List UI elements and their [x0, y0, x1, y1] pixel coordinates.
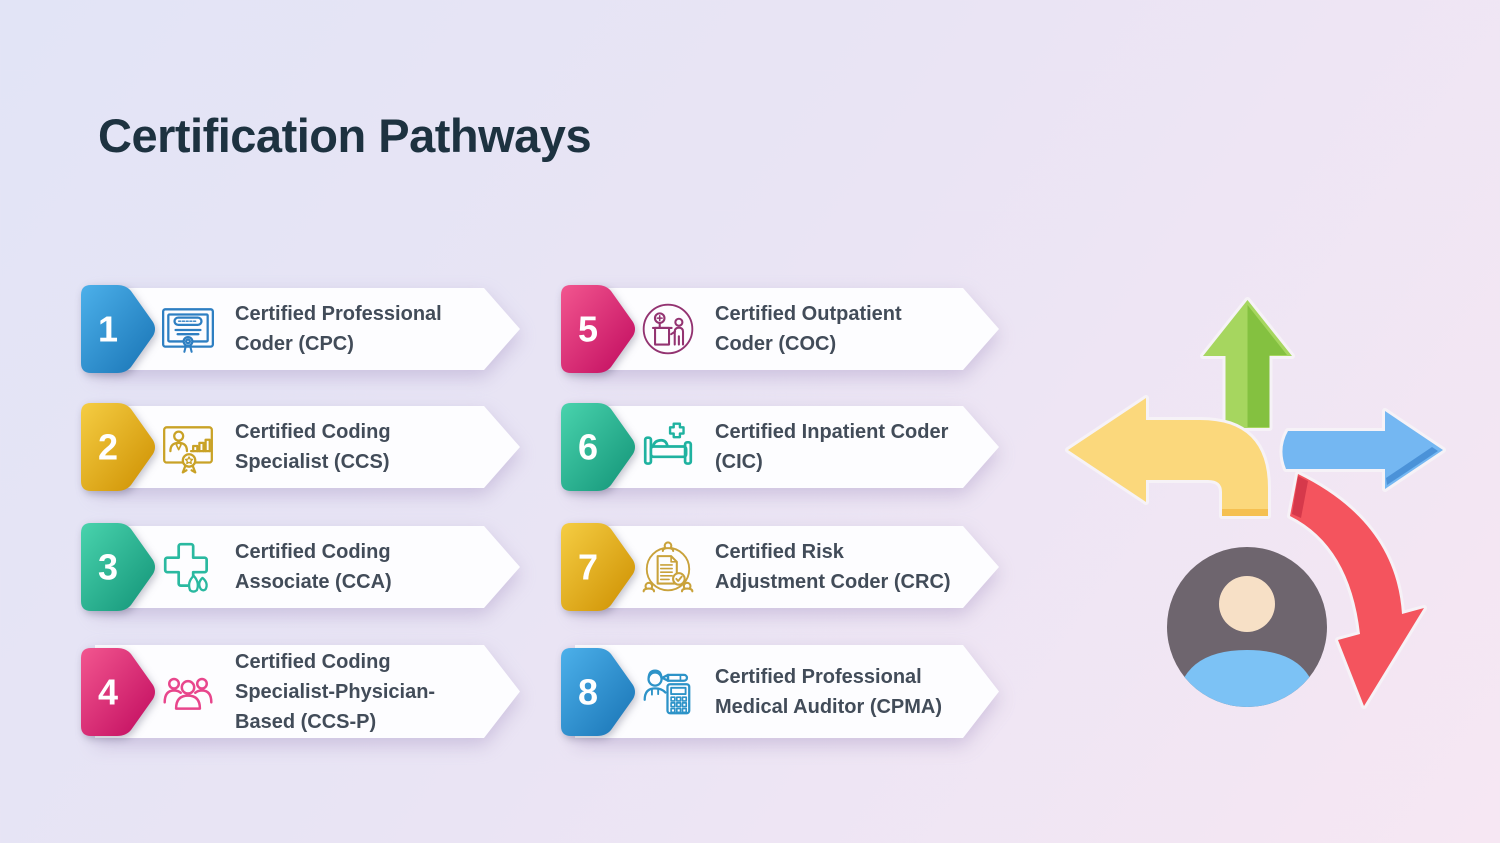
risk-document-icon: [639, 538, 697, 596]
curved-down-arrow-icon: [1287, 471, 1427, 709]
left-arrow-icon: [1065, 395, 1271, 519]
medical-cross-leaves-icon: [159, 538, 217, 596]
row-banner: [563, 526, 999, 608]
number-badge-5: 5: [561, 283, 637, 375]
svg-text:4: 4: [98, 671, 118, 712]
number-badge-1: 1: [81, 283, 157, 375]
page-title: Certification Pathways: [98, 109, 592, 162]
row-banner: [83, 645, 520, 738]
number-badge-2: 2: [81, 401, 157, 493]
pathway-item-4: 4 Certified Coding Specialist-Physician-…: [81, 645, 520, 738]
outpatient-clinic-icon: [639, 300, 697, 358]
number-badge-8: 8: [561, 646, 637, 738]
right-arrow-icon: [1279, 408, 1446, 492]
pathway-item-7: 7 Certified Risk Adjustment Coder (CRC): [561, 523, 999, 611]
pathway-item-5: 5 Certified Outpatient Coder (COC): [561, 285, 999, 373]
number-badge-4: 4: [81, 646, 157, 738]
auditor-calculator-icon: [639, 663, 697, 721]
item-label: Certified Coding Specialist-Physician- B…: [235, 650, 436, 733]
pathway-item-1: 1 Certified Professional Coder (CPC): [81, 285, 520, 373]
svg-text:5: 5: [578, 309, 598, 350]
svg-text:3: 3: [98, 547, 118, 588]
career-directions-illustration: [1048, 278, 1500, 738]
row-banner: [83, 406, 520, 488]
number-badge-3: 3: [81, 521, 157, 613]
svg-text:7: 7: [578, 547, 598, 588]
svg-text:6: 6: [578, 427, 598, 468]
certificate-icon: [159, 300, 217, 358]
people-group-icon: [159, 663, 217, 721]
hospital-bed-icon: [639, 418, 697, 476]
pathway-item-3: 3 Certified Coding Associate (CCA): [81, 523, 520, 611]
item-label: Certified Outpatient Coder (COC): [715, 303, 902, 355]
up-arrow-icon: [1200, 297, 1295, 431]
svg-text:8: 8: [578, 671, 598, 712]
item-label: Certified Professional Coder (CPC): [235, 303, 442, 355]
svg-text:1: 1: [98, 309, 118, 350]
number-badge-7: 7: [561, 521, 637, 613]
number-badge-6: 6: [561, 401, 637, 493]
person-avatar: [1167, 547, 1327, 707]
item-label: Certified Coding Associate (CCA): [235, 541, 392, 593]
specialist-board-medal-icon: [159, 418, 217, 476]
row-banner: [83, 288, 520, 370]
pathway-item-8: 8 Certified Professional Medical Auditor…: [561, 645, 999, 738]
item-label: Certified Risk Adjustment Coder (CRC): [715, 541, 951, 593]
svg-text:2: 2: [98, 427, 118, 468]
pathway-item-6: 6 Certified Inpatient Coder (CIC): [561, 403, 999, 491]
item-label: Certified Coding Specialist (CCS): [235, 421, 391, 473]
item-label: Certified Professional Medical Auditor (…: [715, 665, 943, 718]
item-label: Certified Inpatient Coder (CIC): [715, 421, 949, 473]
row-banner: [563, 288, 999, 370]
pathway-item-2: 2 Certified Coding Specialist (CCS): [81, 403, 520, 491]
